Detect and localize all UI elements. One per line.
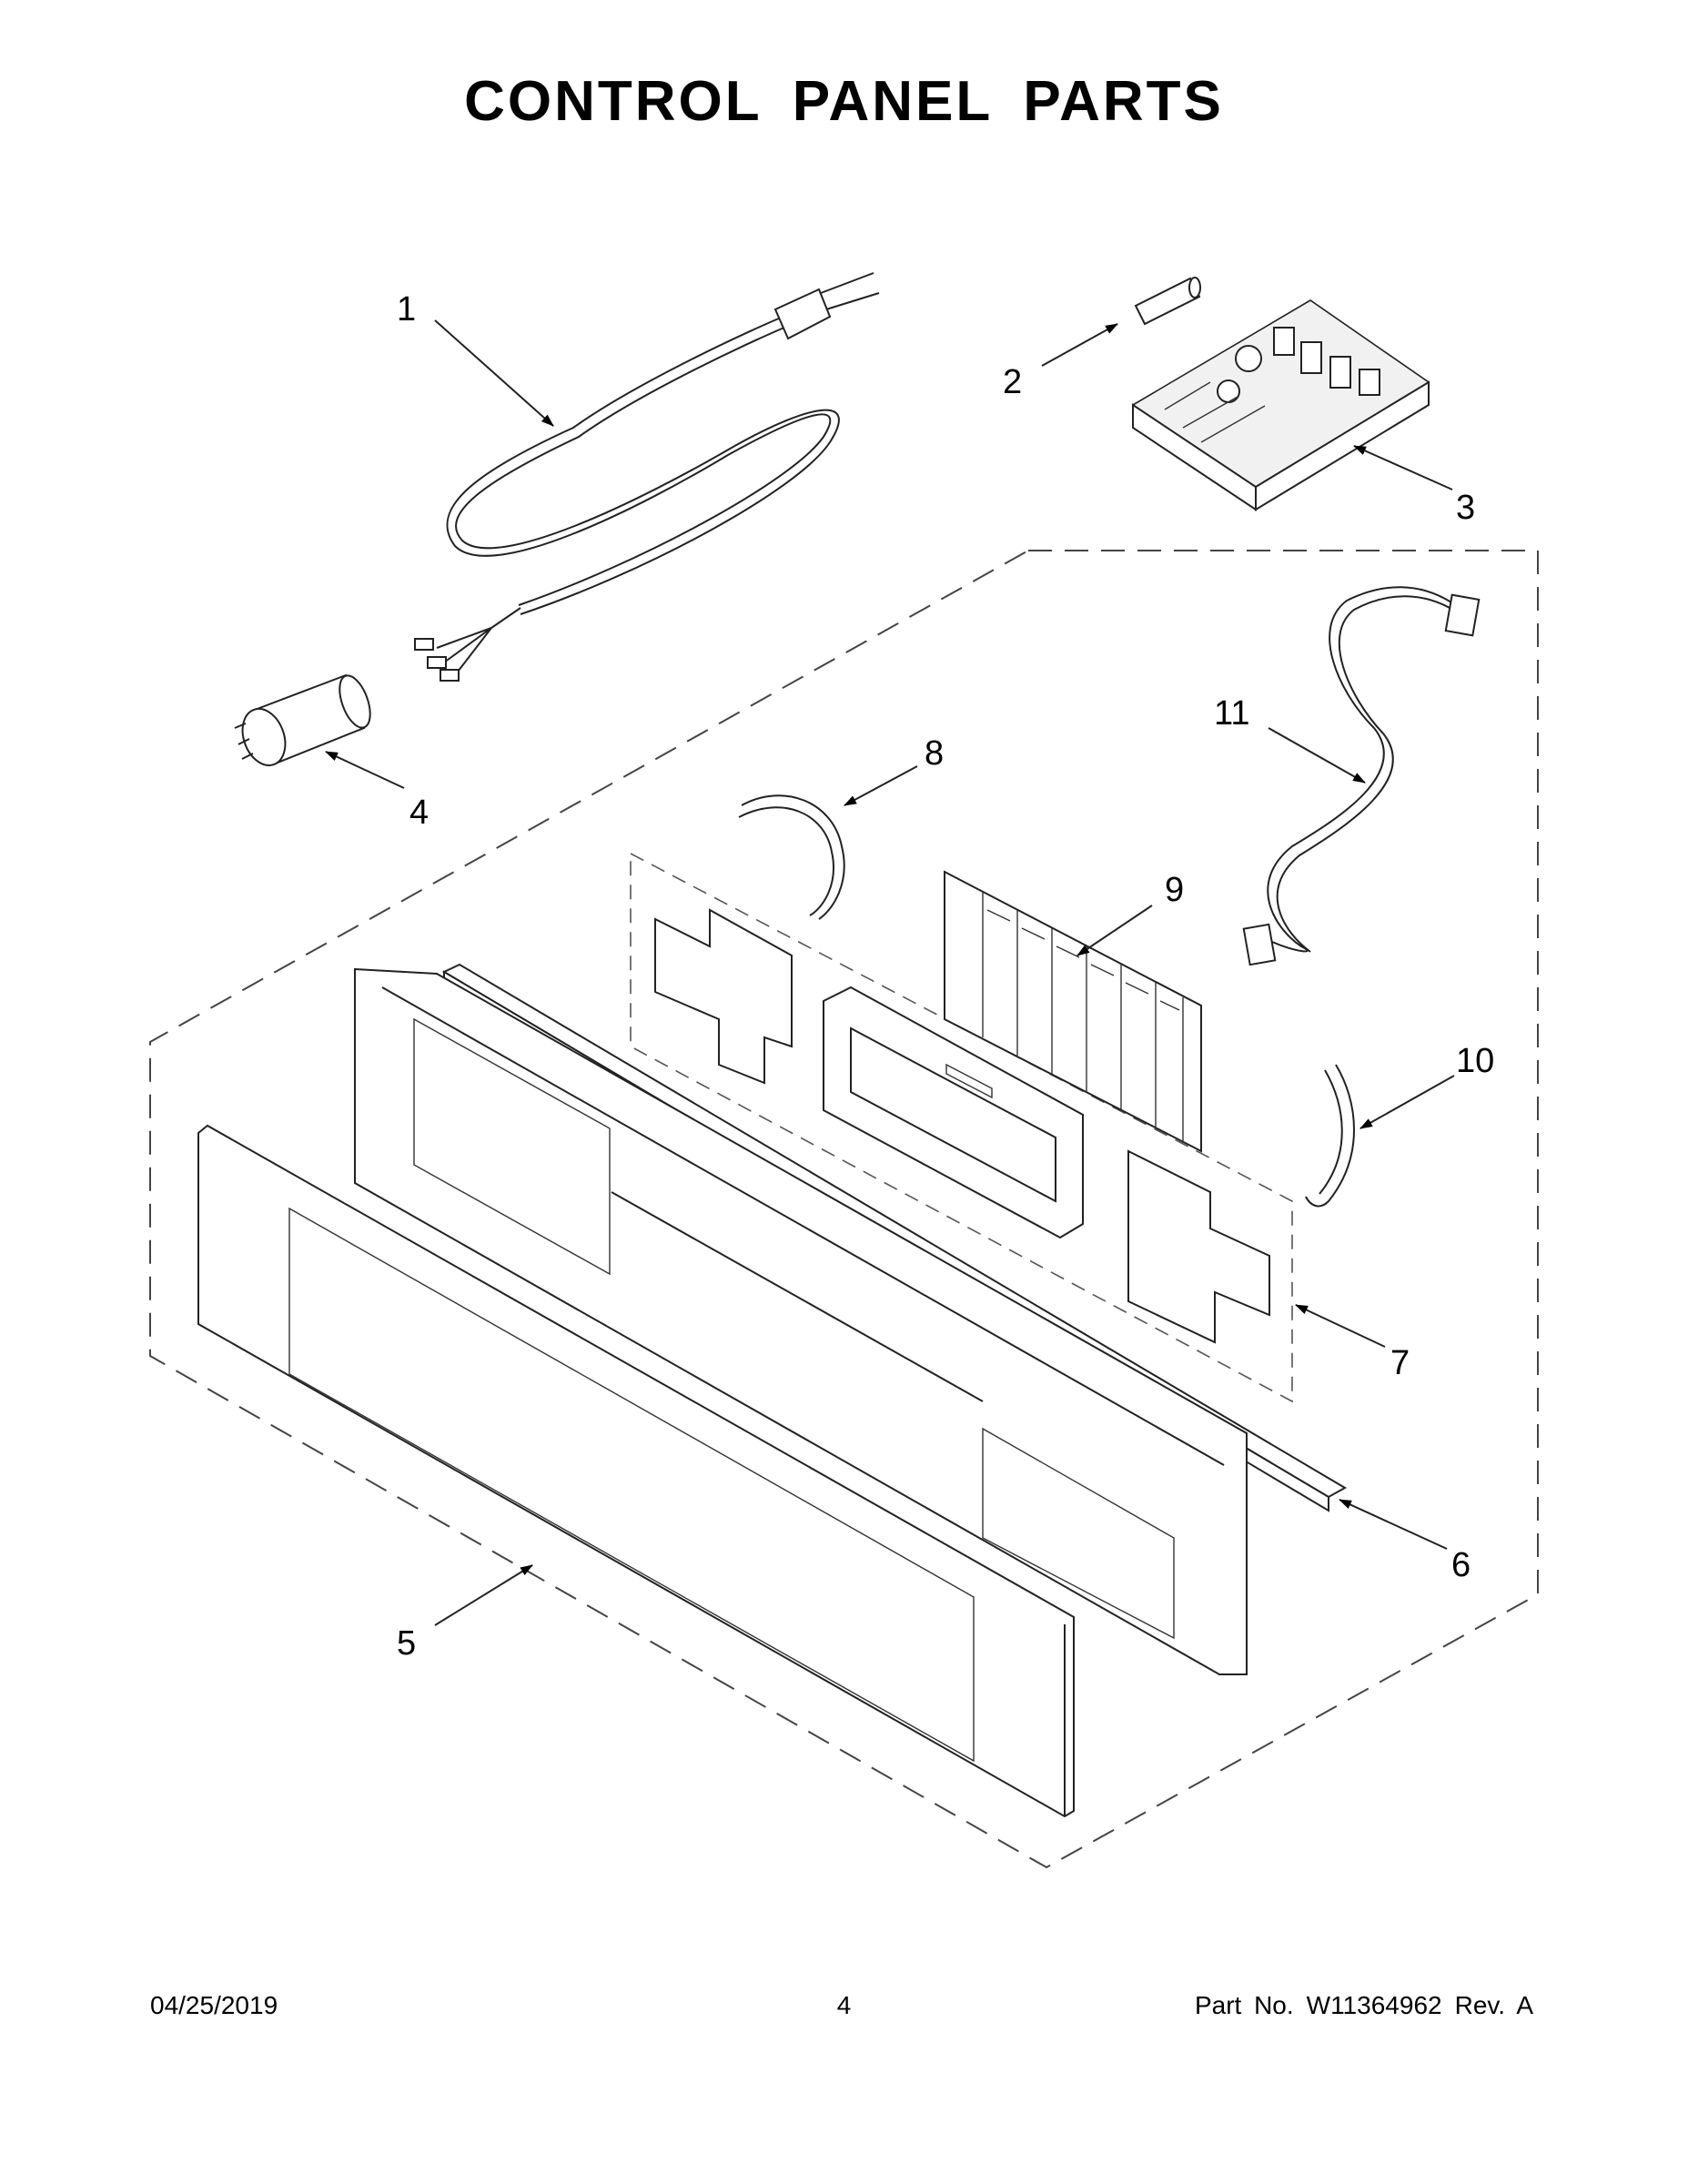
part-keypad-board-left — [654, 908, 793, 1085]
svg-text:7: 7 — [1390, 1344, 1410, 1382]
part-power-cord — [414, 272, 880, 682]
part-ribbon-cable-8 — [738, 794, 845, 920]
callout-6: 6 — [1339, 1499, 1471, 1584]
svg-text:1: 1 — [397, 290, 416, 329]
part-capacitor — [234, 673, 371, 766]
svg-text:4: 4 — [409, 794, 429, 832]
svg-text:2: 2 — [1003, 363, 1022, 401]
svg-text:9: 9 — [1165, 871, 1184, 909]
assembly-boundary — [149, 550, 1539, 1869]
footer-part-number: Part No. W11364962 Rev. A — [1182, 1991, 1533, 2020]
callout-10: 10 — [1359, 1042, 1494, 1129]
svg-text:10: 10 — [1456, 1042, 1494, 1080]
part-number: W11364962 — [1306, 1991, 1442, 2019]
part-fuse — [1134, 277, 1201, 326]
part-label: Part No. — [1194, 1991, 1294, 2019]
callout-4: 4 — [325, 751, 429, 832]
part-overlay — [944, 870, 1202, 1153]
part-front-panel — [197, 1124, 1075, 1818]
callout-8: 8 — [844, 734, 944, 806]
callout-5: 5 — [397, 1564, 533, 1663]
revision: Rev. A — [1454, 1991, 1533, 2019]
part-control-board — [1131, 299, 1430, 511]
svg-text:6: 6 — [1451, 1546, 1471, 1584]
part-panel-housing — [354, 967, 1248, 1675]
part-wire-harness — [1242, 586, 1481, 966]
callout-2: 2 — [1003, 323, 1118, 401]
callout-1: 1 — [397, 290, 554, 427]
callout-7: 7 — [1295, 1304, 1410, 1382]
svg-text:8: 8 — [925, 734, 944, 773]
callout-9: 9 — [1076, 871, 1184, 956]
svg-text:3: 3 — [1456, 489, 1475, 527]
part-keypad-board-right — [1127, 1149, 1270, 1344]
svg-text:5: 5 — [397, 1624, 416, 1663]
footer-page-number: 4 — [836, 1991, 852, 2019]
callout-3: 3 — [1353, 445, 1475, 527]
footer-date: 04/25/2019 — [150, 1991, 278, 2019]
part-ribbon-cable-10 — [1305, 1064, 1355, 1208]
part-display-bracket — [823, 986, 1084, 1239]
page-title: CONTROL PANEL PARTS — [464, 70, 1224, 133]
svg-text:11: 11 — [1214, 694, 1249, 733]
callout-11: 11 — [1214, 694, 1366, 784]
